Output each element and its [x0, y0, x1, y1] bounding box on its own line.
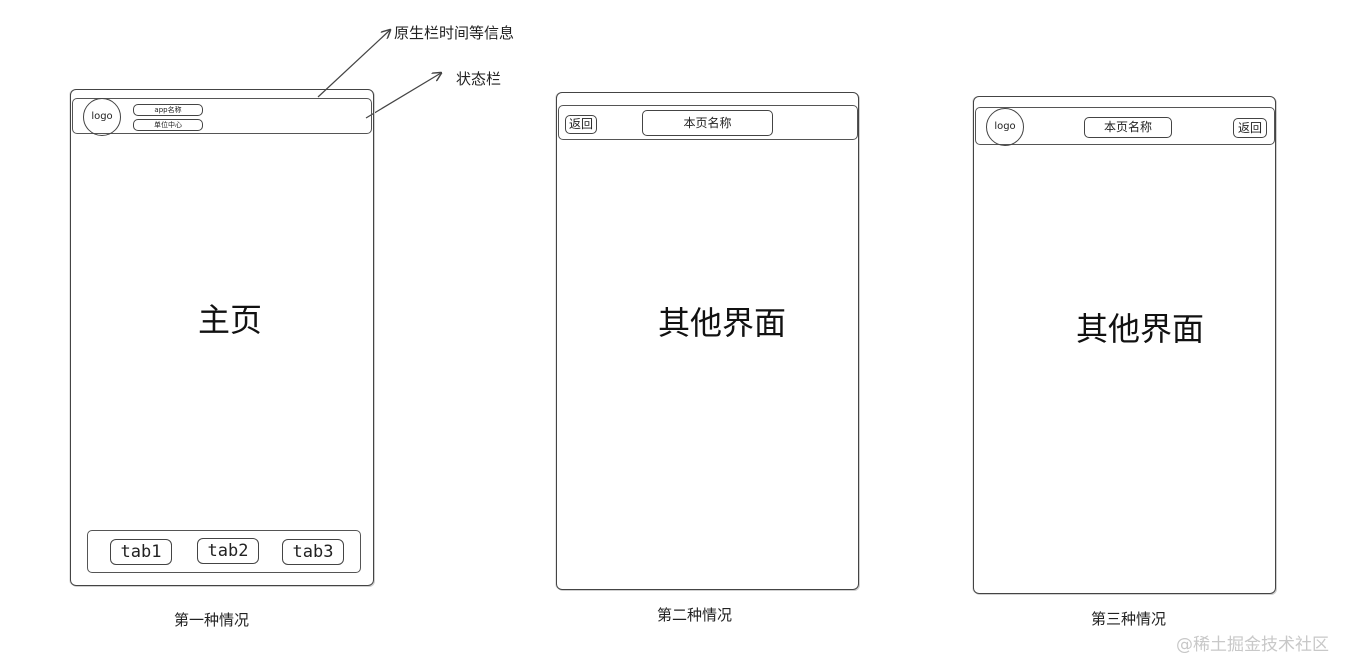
native-bar-arrow	[317, 30, 390, 98]
nav-bar-case2: 返回 本页名称	[558, 105, 858, 140]
caption-case1: 第一种情况	[174, 611, 250, 629]
logo-icon: logo	[83, 98, 121, 136]
page-title-other-case2: 其他界面	[658, 304, 787, 342]
caption-case3: 第三种情况	[1091, 610, 1167, 628]
phone-frame-case1: logo app名称 单位中心 主页 tab1 tab2 tab3	[70, 89, 374, 586]
back-button-case3[interactable]: 返回	[1233, 118, 1267, 138]
back-button-case2[interactable]: 返回	[565, 115, 597, 134]
logo-icon: logo	[986, 108, 1024, 146]
nav-bar-case3: logo 本页名称 返回	[975, 107, 1275, 146]
phone-frame-case3: logo 本页名称 返回 其他界面	[973, 96, 1276, 594]
tab-3[interactable]: tab3	[282, 539, 344, 565]
tab-1[interactable]: tab1	[110, 539, 172, 565]
native-bar-annotation: 原生栏时间等信息	[394, 24, 515, 42]
phone-frame-case2: 返回 本页名称 其他界面	[556, 92, 859, 590]
unit-center-label: 单位中心	[133, 119, 203, 131]
page-title-home: 主页	[198, 301, 263, 339]
tab-bar: tab1 tab2 tab3	[87, 530, 361, 573]
tab-2[interactable]: tab2	[197, 538, 259, 564]
status-bar-arrow	[365, 73, 441, 119]
app-name-label: app名称	[133, 104, 203, 116]
status-bar-annotation: 状态栏	[456, 70, 502, 88]
page-title-other-case3: 其他界面	[1076, 310, 1205, 348]
status-bar-case1: logo app名称 单位中心	[72, 98, 372, 136]
page-name-case3: 本页名称	[1084, 117, 1172, 138]
caption-case2: 第二种情况	[657, 606, 733, 624]
page-name-case2: 本页名称	[642, 110, 773, 136]
